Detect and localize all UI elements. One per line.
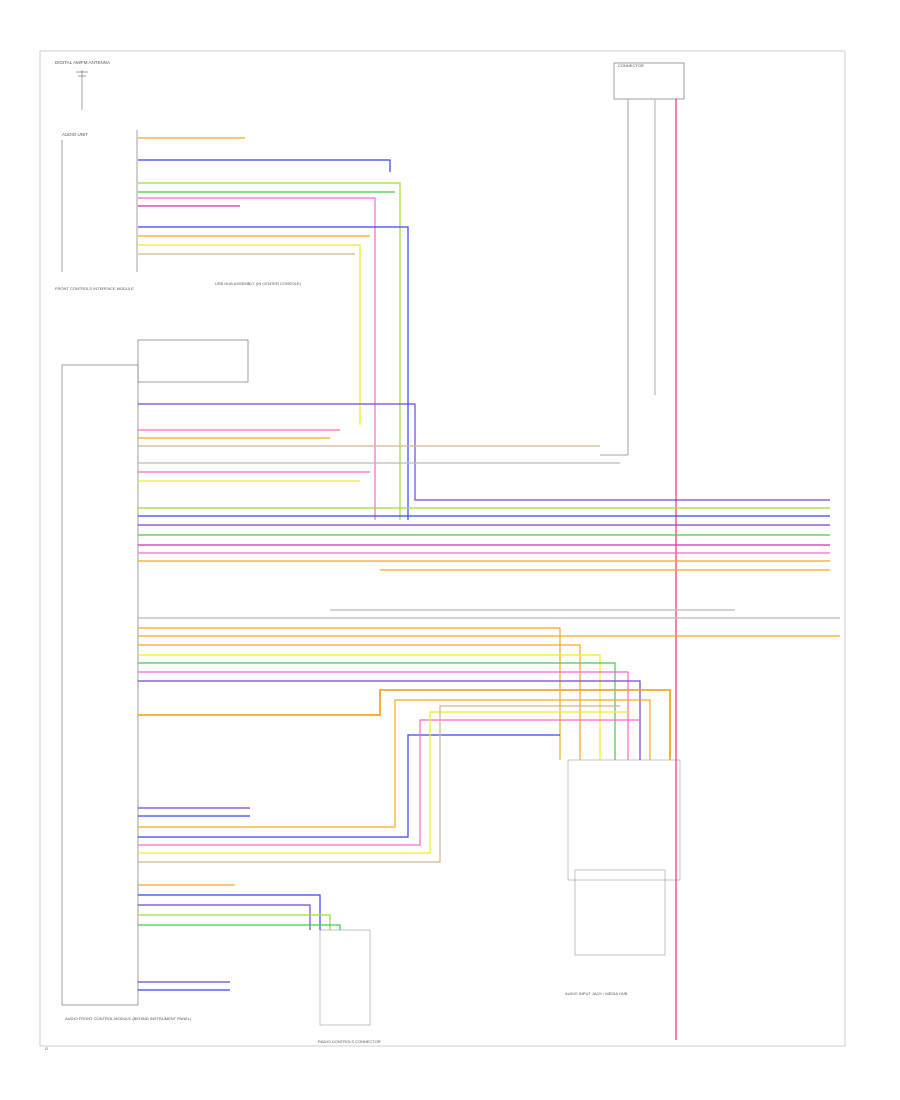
wire-bot-3: [138, 904, 311, 930]
wire-low-6: [138, 680, 641, 760]
bottom-center-component: RADIO CONTROLS CONNECTOR: [318, 929, 381, 1044]
wire-top-3: [138, 182, 401, 520]
page-id: G: [45, 1046, 48, 1051]
wire-top-2: [138, 159, 391, 172]
antenna-label: DIGITAL AM/FM ANTENNA: [55, 60, 110, 65]
bottom-center-label: RADIO CONTROLS CONNECTOR: [318, 1039, 381, 1044]
diagram-frame: [39, 50, 846, 1047]
wire-bot-5: [138, 924, 341, 930]
wire-bus-1: [138, 403, 830, 501]
usb-hub-label: USB HUB ASSEMBLY (IN CENTER CONSOLE): [215, 281, 302, 286]
wire-low-2: [138, 644, 581, 760]
wire-group: [138, 99, 840, 1040]
main-module-label: AUDIO FRONT CONTROL MODULE (BEHIND INSTR…: [65, 1016, 192, 1021]
main-audio-module: AUDIO FRONT CONTROL MODULE (BEHIND INSTR…: [61, 339, 249, 1021]
front-controls-label: FRONT CONTROLS INTERFACE MODULE: [55, 286, 134, 291]
right-bottom-component: AUDIO INPUT JACK / MEDIA HUB: [565, 759, 681, 996]
wire-low-9: [138, 734, 560, 838]
wire-bot-4: [138, 914, 331, 930]
connector-label: CONNECTOR: [618, 63, 644, 68]
audio-unit-label: AUDIO UNIT: [62, 132, 88, 137]
wire-low-1: [138, 627, 561, 760]
wire-low-12: [138, 705, 620, 863]
wire-low-10: [138, 719, 640, 846]
antenna-symbol: DIGITAL AM/FM ANTENNA: [55, 60, 110, 110]
wire-low-7: [138, 689, 671, 760]
wire-low-5: [138, 671, 629, 760]
wire-top-5: [138, 197, 376, 520]
wire-low-4: [138, 662, 616, 760]
wire-top-9: [138, 244, 361, 425]
wire-low-11: [138, 711, 630, 854]
wire-low-3: [138, 654, 601, 760]
wire-bot-2: [138, 894, 321, 930]
right-module-label: AUDIO INPUT JACK / MEDIA HUB: [565, 991, 628, 996]
top-right-connector: CONNECTOR: [600, 62, 685, 456]
wire-top-7: [138, 226, 409, 520]
audio-unit-top-module: AUDIO UNIT FRONT CONTROLS INTERFACE MODU…: [55, 130, 302, 291]
wire-low-8: [138, 699, 651, 828]
